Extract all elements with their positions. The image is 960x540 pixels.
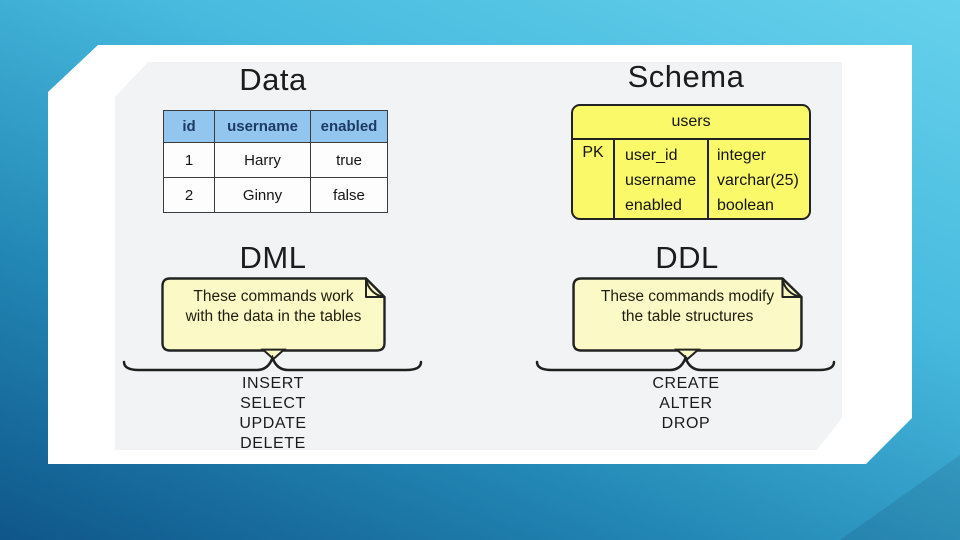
note-fold-corner-icon: [781, 277, 803, 298]
ddl-command: ALTER: [659, 395, 713, 412]
entity-body: PK user_id username enabled integer varc…: [573, 140, 809, 218]
data-table-header-enabled: enabled: [310, 110, 388, 143]
note-line: These commands work: [193, 288, 354, 305]
note-tail: [674, 348, 701, 361]
dml-section-title: DML: [239, 240, 307, 275]
dml-command-list: INSERT SELECT UPDATE DELETE: [198, 374, 348, 454]
brace-shape: [535, 354, 836, 372]
entity-field-types: integer varchar(25) boolean: [707, 140, 809, 218]
data-cell: Harry: [214, 142, 311, 178]
entity-field-names: user_id username enabled: [615, 140, 707, 218]
corner-accent-shape: [840, 455, 960, 540]
users-entity-box: users PK user_id username enabled intege…: [571, 104, 811, 220]
note-tail: [260, 348, 287, 361]
data-table: id username enabled 1 Harry true 2 Ginny…: [163, 110, 388, 213]
ddl-note: These commands modify the table structur…: [572, 277, 803, 361]
field-type: varchar(25): [717, 172, 799, 189]
note-fold-corner-icon: [365, 277, 386, 298]
ddl-command-list: CREATE ALTER DROP: [610, 374, 762, 434]
dml-command: SELECT: [240, 395, 306, 412]
dml-command: INSERT: [242, 375, 304, 392]
field-name: enabled: [625, 197, 682, 214]
ddl-brace: [535, 354, 836, 379]
brace-shape: [122, 354, 423, 372]
data-cell: true: [310, 142, 388, 178]
data-table-row: 1 Harry true: [163, 142, 388, 178]
data-table-header-username: username: [214, 110, 311, 143]
data-cell: 2: [163, 177, 215, 213]
data-cell: 1: [163, 142, 215, 178]
dml-note-text: These commands work with the data in the…: [161, 287, 386, 327]
ddl-command: CREATE: [652, 375, 720, 392]
data-section-title: Data: [239, 62, 307, 97]
field-type: boolean: [717, 197, 774, 214]
ddl-command: DROP: [661, 415, 711, 432]
note-line: the table structures: [621, 308, 754, 325]
ddl-section-title: DDL: [655, 240, 719, 275]
dml-command: UPDATE: [239, 415, 307, 432]
sticky-note-shape: [572, 277, 803, 361]
data-table-header-row: id username enabled: [163, 110, 388, 143]
schema-section-title: Schema: [627, 59, 745, 94]
dml-note: These commands work with the data in the…: [161, 277, 386, 361]
entity-pk-label: PK: [573, 140, 615, 218]
note-line: with the data in the tables: [185, 308, 362, 325]
note-line: These commands modify: [600, 288, 775, 305]
ddl-note-text: These commands modify the table structur…: [572, 287, 803, 327]
data-table-header-id: id: [163, 110, 215, 143]
data-table-row: 2 Ginny false: [163, 177, 388, 213]
field-type: integer: [717, 147, 766, 164]
data-cell: false: [310, 177, 388, 213]
dml-brace: [122, 354, 423, 379]
entity-name: users: [573, 106, 809, 140]
data-cell: Ginny: [214, 177, 311, 213]
sticky-note-shape: [161, 277, 386, 361]
dml-command: DELETE: [240, 435, 306, 452]
field-name: user_id: [625, 147, 678, 164]
field-name: username: [625, 172, 697, 189]
